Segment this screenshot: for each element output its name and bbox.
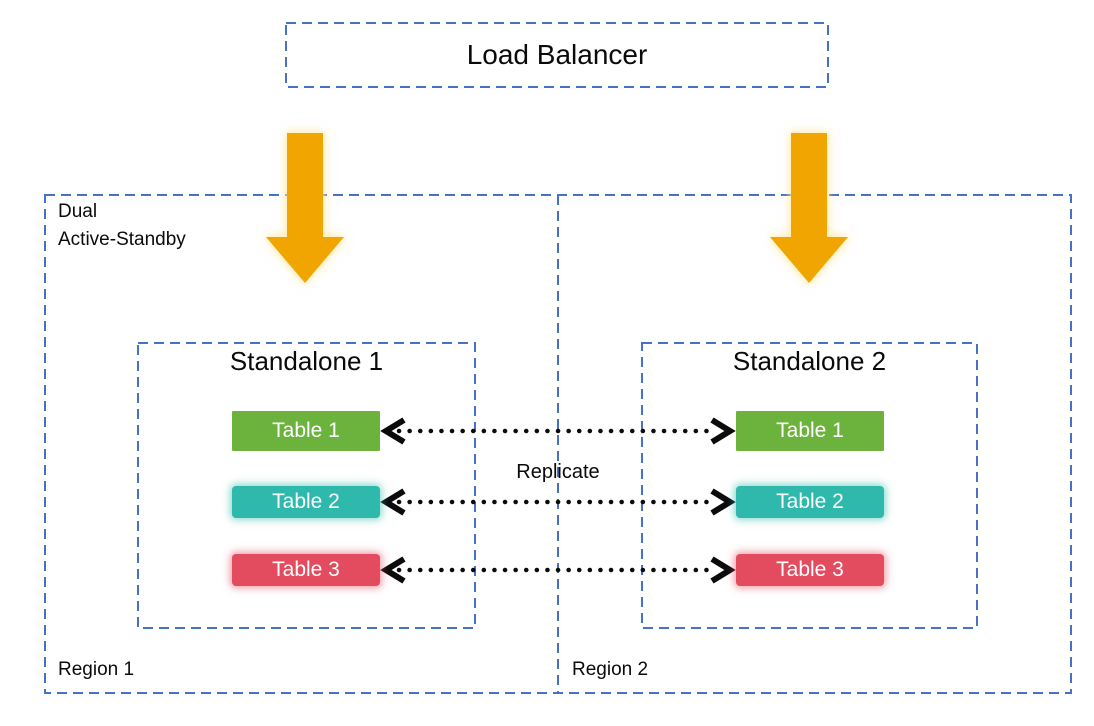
standalone1-box-border (137, 342, 476, 629)
right-arrowhead-icon (710, 488, 736, 516)
right-arrowhead-icon (710, 556, 736, 584)
table-chip-s1-table2: Table 2 (232, 486, 380, 518)
table-chip-s2-table2: Table 2 (736, 486, 884, 518)
container-label: Dual Active-Standby (58, 201, 186, 250)
standalone2-box-border (641, 342, 978, 629)
table-chip-s1-table1: Table 1 (232, 411, 380, 451)
down-arrow-icon-left (266, 133, 344, 283)
standalone2-title: Standalone 2 (732, 346, 887, 376)
replicate-connector-row3 (380, 556, 736, 584)
table-chip-s2-table1: Table 1 (736, 411, 884, 451)
load-balancer-label: Load Balancer (466, 39, 648, 70)
standalone1-title: Standalone 1 (229, 346, 384, 376)
left-arrowhead-icon (380, 556, 406, 584)
replicate-connector-row2 (380, 488, 736, 516)
down-arrow-icon-right (770, 133, 848, 283)
right-arrowhead-icon (710, 417, 736, 445)
region1-label: Region 1 (58, 659, 135, 680)
left-arrowhead-icon (380, 417, 406, 445)
replicate-label: Replicate (516, 461, 600, 483)
region2-label: Region 2 (572, 659, 649, 680)
table-chip-s1-table3: Table 3 (232, 554, 380, 586)
table-chip-s2-table3: Table 3 (736, 554, 884, 586)
left-arrowhead-icon (380, 488, 406, 516)
replicate-connector-row1 (380, 417, 736, 445)
